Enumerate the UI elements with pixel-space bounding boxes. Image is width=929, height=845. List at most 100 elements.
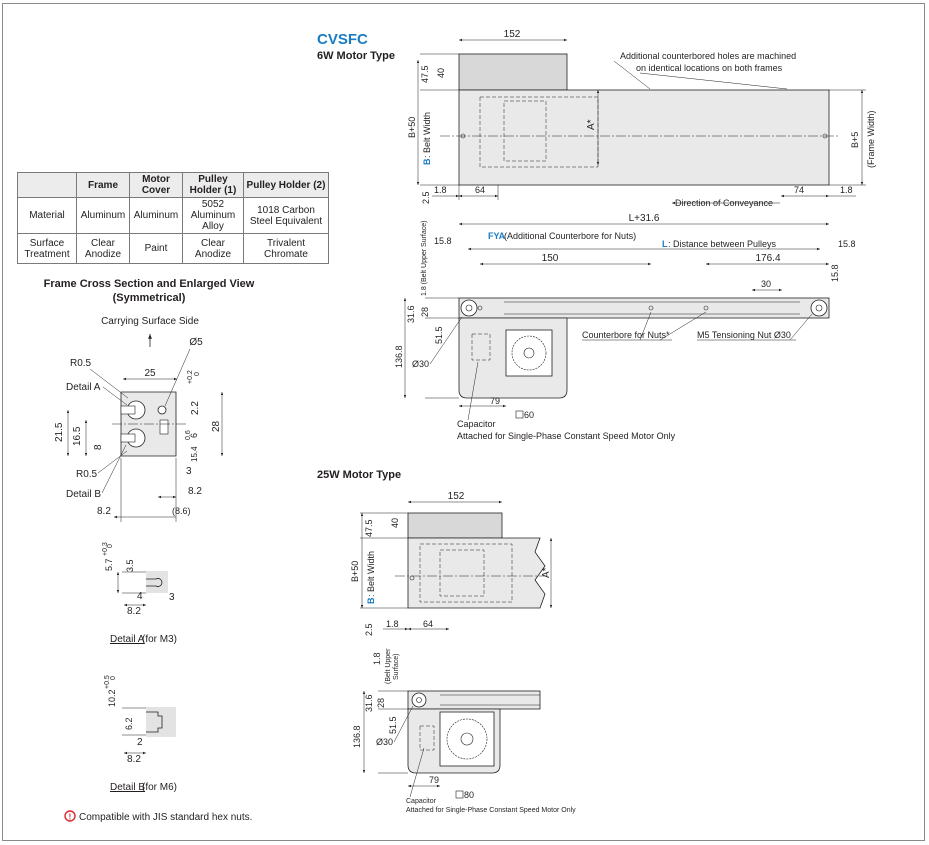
dim-b5: B+5 [850, 132, 860, 148]
frame25-side-view [407, 690, 541, 710]
drive-pulley-hub [465, 304, 473, 312]
l-label: : Distance between Pulleys [668, 239, 777, 249]
dim25-dia30: Ø30 [376, 737, 393, 747]
dim-2-5: 2.5 [421, 191, 431, 204]
table-cell: 5052 Aluminum Alloy [182, 197, 244, 234]
detail-b-tol: +0.5 [104, 675, 111, 689]
detail-a-profile [146, 571, 168, 593]
leader-dia30 [429, 316, 463, 365]
dim-31-6: 31.6 [406, 305, 416, 323]
detail-a-label: Detail A [66, 382, 101, 393]
detail-a-tol0: 0 [107, 544, 114, 548]
note-holes-1: Additional counterbored holes are machin… [620, 51, 796, 61]
dim-152: 152 [504, 29, 521, 40]
motor-25w-view: 25W Motor Type 152 47.5 40 B+50 B : Belt… [317, 469, 576, 814]
detail-b-caption-rest: (for M6) [142, 782, 177, 793]
fya-label: (Additional Counterbore for Nuts) [504, 231, 636, 241]
table-cell: Trivalent Chromate [243, 233, 329, 264]
table-row: Surface Treatment Clear Anodize Paint Cl… [17, 233, 329, 264]
motor25-top-box [407, 512, 503, 539]
slot-a-opening [120, 405, 136, 415]
dim25-136-8: 136.8 [352, 725, 362, 748]
dim-15-8-vert: 15.8 [830, 264, 840, 282]
series-code: CVSFC [317, 31, 368, 48]
table-cell: Clear Anodize [182, 233, 244, 264]
tol-0-6: 0.6 [185, 430, 192, 440]
dim-1-8-right: 1.8 [840, 185, 853, 195]
dim25-sq80: 80 [464, 790, 474, 800]
dim-sq60: 60 [524, 410, 534, 420]
dim25-47-5: 47.5 [364, 519, 374, 537]
detail-b-view: 10.2 +0.5 0 6.2 2 8.2 Detail B (for M6) [104, 675, 177, 793]
dim-64: 64 [475, 185, 485, 195]
counterbore-nut [648, 305, 654, 311]
dim-74: 74 [794, 185, 804, 195]
detail-b-tol0: 0 [110, 676, 117, 680]
dim-15-8-right: 15.8 [838, 239, 856, 249]
fya-key: FYA [488, 231, 506, 241]
square25-symbol [455, 790, 464, 799]
drive-pulley [460, 299, 478, 317]
dim-8-2-left: 8.2 [97, 506, 111, 517]
note-holes-2: on identical locations on both frames [636, 63, 783, 73]
detail-b-caption-key: Detail B [110, 782, 145, 793]
dim25-b50: B+50 [350, 561, 360, 582]
label-b: B [422, 158, 432, 165]
hidden-gear-outline [503, 100, 547, 162]
table-cell: Aluminum [129, 197, 183, 234]
hole-dia5 [157, 405, 167, 415]
idler-pulley [810, 299, 828, 317]
leader-tension [789, 313, 813, 341]
dim-8-6: (8.6) [172, 506, 191, 516]
square-symbol [515, 410, 524, 419]
direction-label: Direction of Conveyance [675, 198, 773, 208]
table-header: Pulley Holder (1) [182, 172, 244, 198]
label25-b: B [366, 597, 376, 604]
counterbore-nut [477, 305, 483, 311]
motor-25w-title: 25W Motor Type [317, 469, 401, 481]
frame25-top-view [407, 537, 546, 609]
leader-holes [613, 60, 651, 90]
leader-r05-top [89, 368, 129, 399]
motor-shaft [523, 347, 535, 359]
capacitor25-outline [419, 725, 435, 751]
counterbore-nuts-label: Counterbore for Nuts* [582, 330, 670, 340]
dim25-79: 79 [429, 775, 439, 785]
dim-3-label: 3 [186, 466, 192, 477]
detail-a-caption-key: Detail A [110, 634, 145, 645]
dim-176-4: 176.4 [755, 253, 780, 264]
r05-bottom-label: R0.5 [76, 469, 98, 480]
cross-section-title: Frame Cross Section and Enlarged View [44, 278, 255, 290]
capacitor-note: Attached for Single-Phase Constant Speed… [457, 431, 676, 441]
belt25-upper-1: 1.8 [372, 652, 382, 665]
dim-51-5: 51.5 [434, 326, 444, 344]
dim-79: 79 [490, 396, 500, 406]
dim-40: 40 [436, 68, 446, 78]
leader-holes [639, 72, 788, 90]
motor25-circle [446, 718, 488, 760]
footnote: ! Compatible with JIS standard hex nuts. [64, 810, 252, 823]
table-header: Motor Cover [129, 172, 183, 198]
detail-b-2: 2 [137, 737, 143, 748]
capacitor-label: Capacitor [457, 419, 496, 429]
dim-2-2: 2.2 [190, 401, 201, 415]
tol-0: 0 [194, 372, 201, 376]
table-cell: Clear Anodize [76, 233, 130, 264]
leader-capacitor [467, 361, 479, 421]
top-hole [460, 133, 466, 139]
motor25-shaft [460, 732, 474, 746]
dim-30: 30 [761, 279, 771, 289]
table-cell: 1018 Carbon Steel Equivalent [243, 197, 329, 234]
detail-a-3: 3 [169, 592, 175, 603]
belt-upper-label: 1.8 (Belt Upper Surface) [421, 221, 428, 296]
table-cell: Surface Treatment [17, 233, 77, 264]
capacitor-outline [471, 333, 491, 361]
detail-b-8-2: 8.2 [127, 754, 141, 765]
dim-8: 8 [93, 444, 104, 450]
detail-b-10-2: 10.2 [107, 689, 117, 707]
table-cell: Aluminum [76, 197, 130, 234]
dim-b50: B+50 [407, 117, 417, 138]
idler-pulley-hub [815, 304, 823, 312]
cross-section-subtitle: (Symmetrical) [113, 292, 186, 304]
